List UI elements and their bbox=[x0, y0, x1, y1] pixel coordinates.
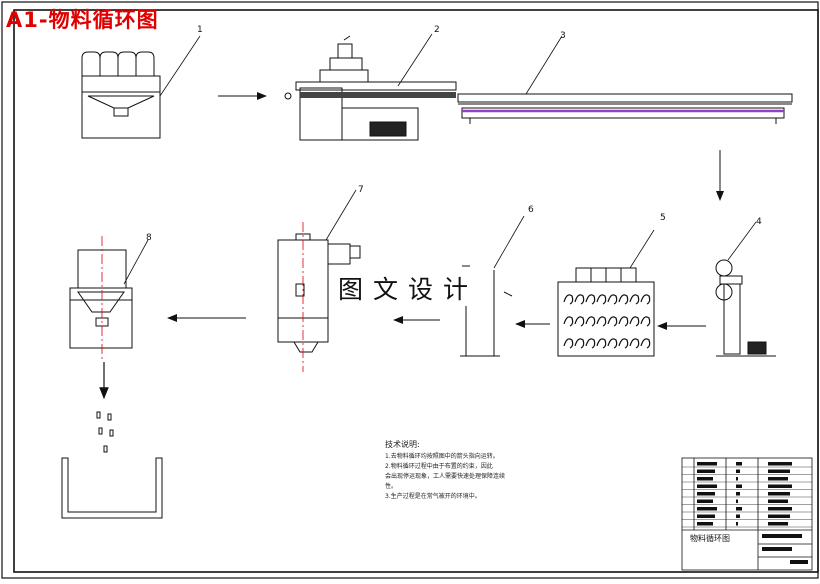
title-block-cell bbox=[768, 462, 792, 466]
coil-segment bbox=[640, 338, 651, 349]
extruder bbox=[284, 35, 457, 141]
title-block-cell bbox=[768, 522, 788, 526]
extruder-screw bbox=[300, 92, 456, 98]
notes-line: 会出现停运现象，工人需要快速处理保障连续 bbox=[385, 473, 506, 480]
coil-segment bbox=[574, 294, 585, 305]
coil-segment bbox=[574, 338, 585, 349]
hopper bbox=[69, 249, 133, 349]
title-block-cell bbox=[768, 477, 788, 481]
collection-bin bbox=[61, 457, 163, 519]
title-block-cell bbox=[768, 492, 790, 496]
title-block-cell bbox=[697, 484, 717, 488]
coil-segment bbox=[596, 316, 607, 327]
title-block-cell bbox=[697, 477, 713, 481]
title-block-cell bbox=[762, 547, 792, 551]
title-block-cell bbox=[736, 522, 738, 526]
title-block-cell bbox=[697, 522, 713, 526]
callout-4: 4 bbox=[756, 217, 762, 227]
coil-segment bbox=[607, 338, 618, 349]
notes-line: 2.物料循环过程中由于布置的约束，因此 bbox=[385, 463, 493, 470]
title-block-cell bbox=[768, 499, 788, 503]
callout-1: 1 bbox=[197, 25, 203, 35]
callout-3: 3 bbox=[560, 31, 566, 41]
coil-segment bbox=[585, 338, 596, 349]
coil-segment bbox=[640, 316, 651, 327]
title-block-cell bbox=[736, 462, 742, 466]
title-block-grid bbox=[682, 462, 812, 564]
callout-8: 8 bbox=[146, 233, 152, 243]
title-block-cell bbox=[697, 507, 717, 511]
watermark: 图文设计 bbox=[336, 270, 481, 306]
coil-segment bbox=[629, 294, 640, 305]
title-block-cell bbox=[697, 499, 713, 503]
coil-segment bbox=[563, 294, 574, 305]
callout-6: 6 bbox=[528, 205, 534, 215]
coil-segment bbox=[596, 338, 607, 349]
coil-segment bbox=[563, 316, 574, 327]
title-block-cell bbox=[768, 484, 792, 488]
coil-segment bbox=[640, 294, 651, 305]
bag-feeder bbox=[81, 51, 161, 139]
title-block-cell bbox=[736, 484, 742, 488]
title-block-cell bbox=[736, 514, 740, 518]
title-block-cell bbox=[768, 469, 790, 473]
title-block-cell bbox=[736, 499, 738, 503]
coil-segment bbox=[563, 338, 574, 349]
coil-segment bbox=[629, 338, 640, 349]
title-block-cell bbox=[697, 514, 715, 518]
title-block-cell bbox=[768, 514, 790, 518]
callout-7: 7 bbox=[358, 185, 364, 195]
title-block-cell bbox=[697, 462, 717, 466]
cutter-coils bbox=[563, 294, 651, 349]
notes-line: 1.去物料循环均按照图中的箭头指向运转。 bbox=[385, 453, 499, 460]
coil-segment bbox=[618, 294, 629, 305]
title-block-cell bbox=[736, 469, 740, 473]
haul-off bbox=[715, 259, 776, 357]
title-block-cell bbox=[736, 507, 742, 511]
chute bbox=[460, 265, 513, 357]
notes-heading: 技术说明: bbox=[385, 440, 420, 449]
title-block-cell bbox=[790, 560, 808, 564]
notes-line: 3.生产过程是在常气被开的环境中。 bbox=[385, 493, 481, 500]
notes-line: 性。 bbox=[385, 483, 398, 490]
title-block bbox=[681, 457, 813, 571]
falling-pellets bbox=[96, 411, 114, 453]
coil-segment bbox=[618, 316, 629, 327]
coil-segment bbox=[607, 294, 618, 305]
technical-notes: 技术说明: 1.去物料循环均按照图中的箭头指向运转。 2.物料循环过程中由于布置… bbox=[385, 440, 535, 502]
coil-segment bbox=[629, 316, 640, 327]
title-block-cell bbox=[762, 534, 802, 538]
coil-segment bbox=[585, 316, 596, 327]
title-block-cell bbox=[768, 507, 792, 511]
coil-segment bbox=[607, 316, 618, 327]
drawing-title: A1-物料循环图 bbox=[6, 8, 159, 32]
inner-frame bbox=[13, 9, 819, 573]
coil-segment bbox=[585, 294, 596, 305]
coil-segment bbox=[618, 338, 629, 349]
cutter bbox=[557, 267, 655, 357]
title-block-cell bbox=[736, 477, 738, 481]
title-block-cell bbox=[697, 469, 715, 473]
title-block-cell bbox=[697, 492, 715, 496]
coil-segment bbox=[574, 316, 585, 327]
title-block-name: 物料循环图 bbox=[690, 534, 730, 543]
coil-segment bbox=[596, 294, 607, 305]
cooling-tank bbox=[457, 93, 793, 124]
callout-2: 2 bbox=[434, 25, 440, 35]
callout-5: 5 bbox=[660, 213, 666, 223]
title-block-cell bbox=[736, 492, 740, 496]
